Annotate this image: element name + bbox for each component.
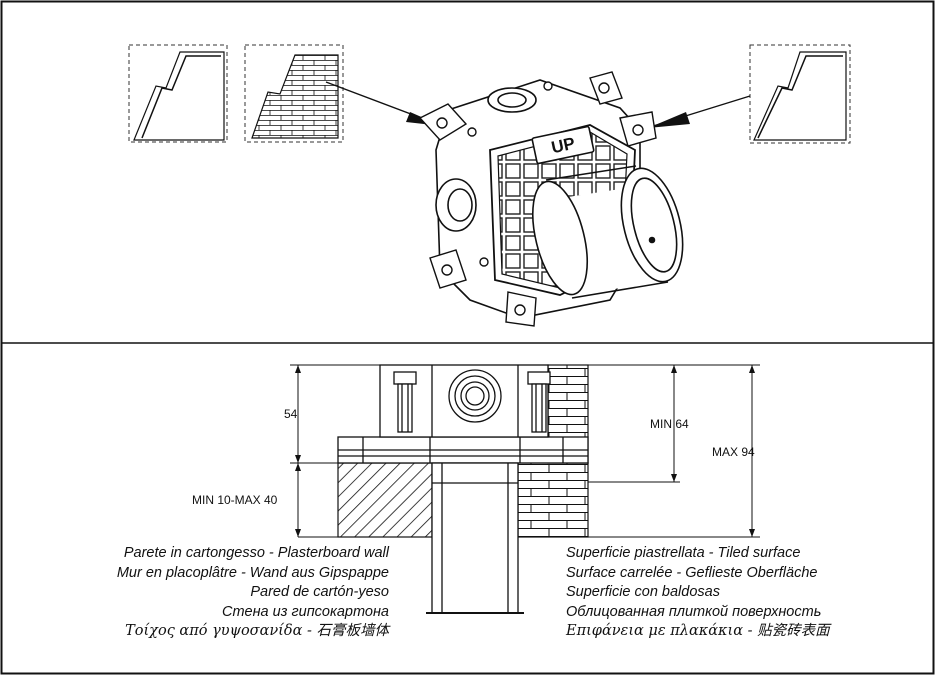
tiled-wall-section <box>517 462 589 538</box>
upper-panel: UP <box>128 44 851 327</box>
up-label: UP <box>550 134 577 157</box>
caption-line: Superficie piastrellata - Tiled surface <box>566 545 801 561</box>
valve-body-section <box>379 364 551 438</box>
plasterboard-icon <box>128 44 228 143</box>
dim-min10-max40: MIN 10-MAX 40 <box>192 493 278 507</box>
valve-body <box>418 71 684 327</box>
caption-line: Pared de cartón-yeso <box>250 584 389 600</box>
caption-line: Mur en placoplâtre - Wand aus Gipspappe <box>116 564 389 581</box>
caption-line: Superficie con baldosas <box>566 584 720 600</box>
caption-line: Parete in cartongesso - Plasterboard wal… <box>123 545 389 561</box>
valve-flange <box>337 436 589 464</box>
caption-line: Surface carrelée - Geflieste Oberfläche <box>566 564 818 581</box>
caption-line: Стена из гипсокартона <box>221 603 389 620</box>
dim-54: 54 <box>284 407 298 421</box>
brick-wall-icon <box>244 44 344 143</box>
caption-line: Τοίχος από γυψοσανίδα - 石膏板墙体 <box>125 623 389 639</box>
tiled-caption: Superficie piastrellata - Tiled surface … <box>566 544 830 642</box>
plasterboard-icon-right <box>749 44 851 144</box>
plasterboard-caption: Parete in cartongesso - Plasterboard wal… <box>117 544 389 642</box>
dim-min64: MIN 64 <box>650 417 689 431</box>
dim-max94: MAX 94 <box>712 445 755 459</box>
lower-panel: 54 MIN 10-MAX 40 MIN 64 MAX 94 <box>192 364 760 614</box>
plasterboard-wall-section <box>337 462 433 538</box>
caption-line: Επιφάνεια με πλακάκια - 贴瓷砖表面 <box>566 623 830 639</box>
caption-line: Облицованная плиткой поверхность <box>566 603 822 620</box>
protective-sleeve <box>426 462 524 614</box>
